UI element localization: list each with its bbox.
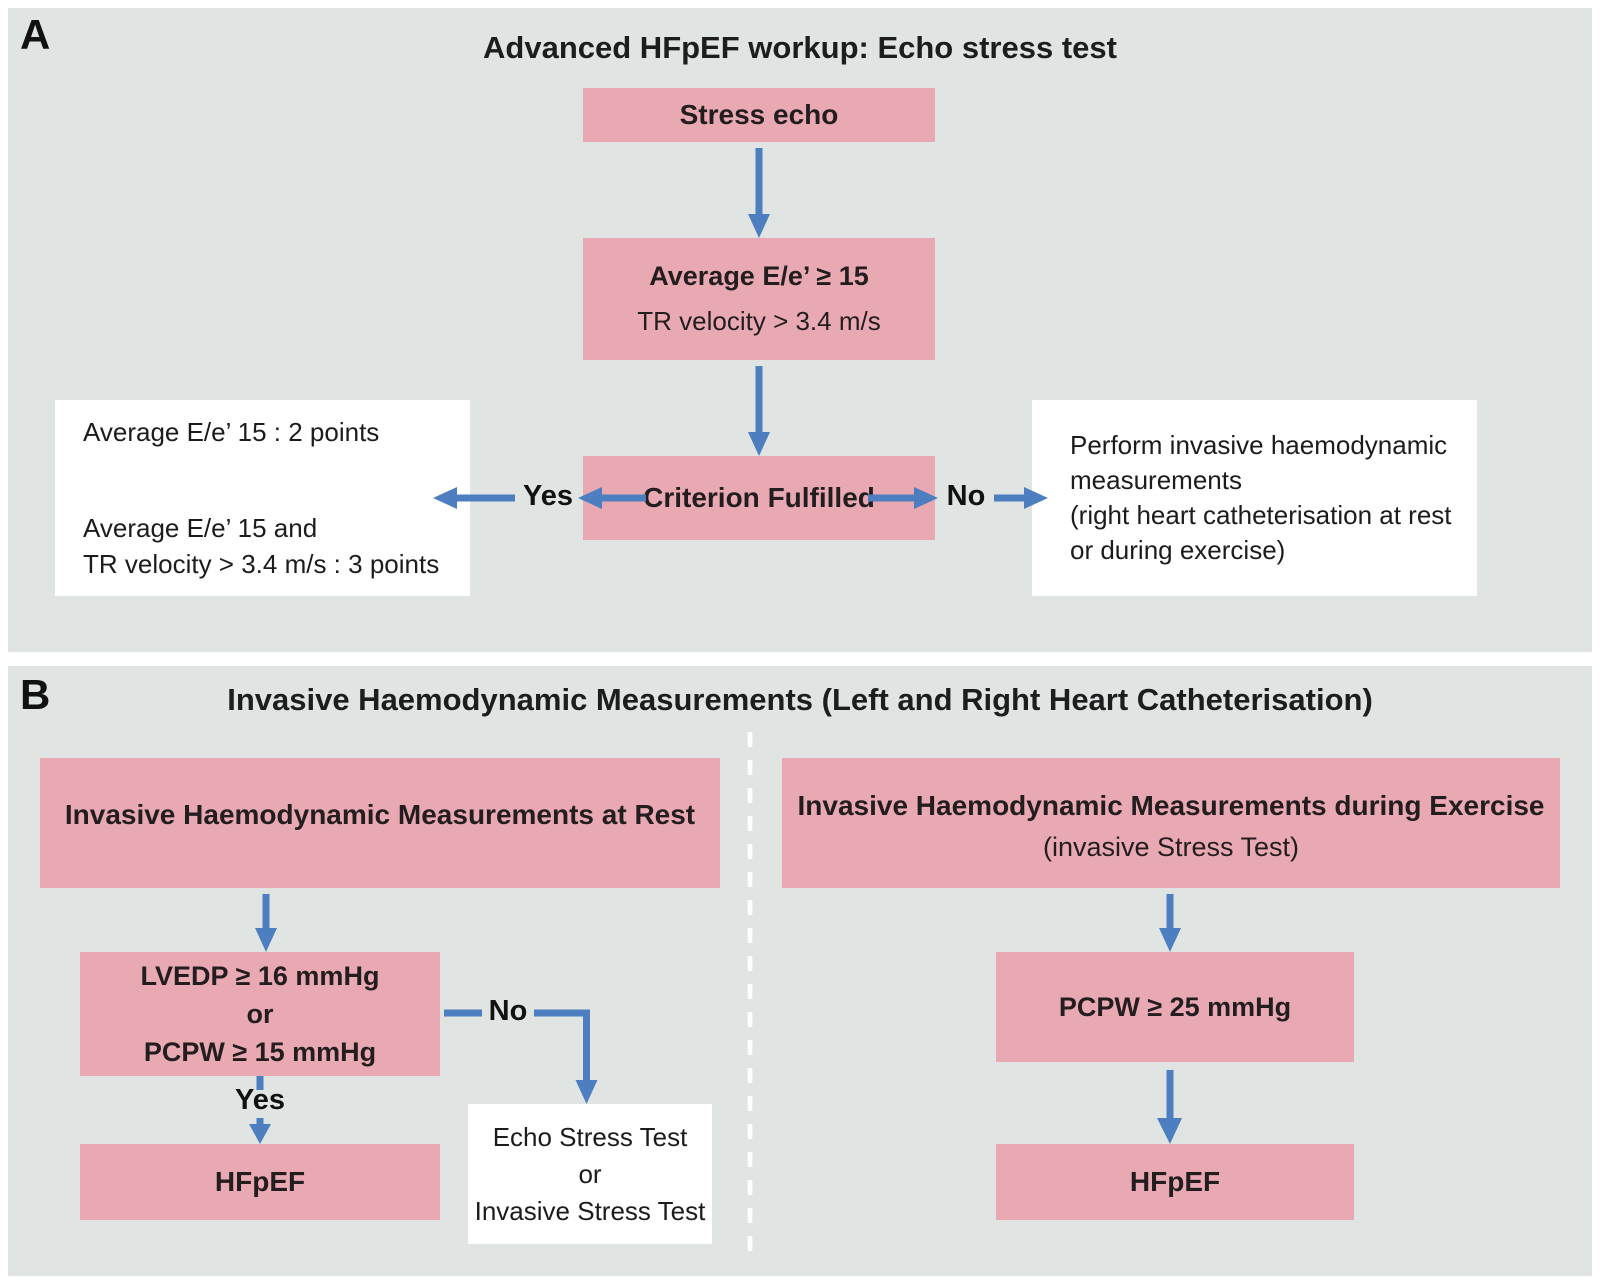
- node-rest-header-label: Invasive Haemodynamic Measurements at Re…: [64, 799, 696, 830]
- node-points-outcome: Average E/e’ 15 : 2 points Average E/e’ …: [55, 400, 470, 596]
- rest-no-line-2: or: [578, 1158, 602, 1189]
- panel-a-title: Advanced HFpEF workup: Echo stress test: [483, 30, 1117, 65]
- arrowhead: [1159, 928, 1181, 952]
- label-rest-no: No: [488, 995, 528, 1027]
- rest-no-line-1: Echo Stress Test: [492, 1121, 688, 1152]
- panel-b-title: Invasive Haemodynamic Measurements (Left…: [227, 682, 1373, 717]
- arrow-criteria-to-decision: [755, 366, 763, 434]
- arrow-rest-yes-to-hfpef: [256, 1118, 264, 1126]
- label-no: No: [946, 480, 986, 512]
- panel-a-label: A: [20, 11, 51, 58]
- arrow-rest-no-elbow-vertical: [583, 1009, 590, 1082]
- arrowhead: [249, 1124, 271, 1144]
- exercise-header-line-1: Invasive Haemodynamic Measurements durin…: [797, 790, 1545, 821]
- rest-criteria-line-2: or: [246, 999, 274, 1029]
- panel-a: A Advanced HFpEF workup: Echo stress tes…: [8, 8, 1592, 652]
- arrow-exercise-header-to-criteria: [1166, 894, 1174, 930]
- node-rest-criteria: LVEDP ≥ 16 mmHg or PCPW ≥ 15 mmHg: [80, 952, 440, 1076]
- node-invasive-outcome: Perform invasive haemodynamic measuremen…: [1032, 400, 1477, 596]
- node-echo-criteria: Average E/e’ ≥ 15 TR velocity > 3.4 m/s: [583, 238, 935, 360]
- arrow-stress-to-criteria: [755, 148, 763, 216]
- criteria-line-2: TR velocity > 3.4 m/s: [637, 306, 881, 337]
- arrowhead: [1157, 1118, 1182, 1144]
- points-line-1: Average E/e’ 15 : 2 points: [83, 417, 380, 447]
- invasive-line-1: Perform invasive haemodynamic: [1070, 430, 1448, 460]
- invasive-line-3: (right heart catheterisation at rest: [1070, 500, 1452, 530]
- node-criterion-fulfilled: Criterion Fulfilled: [583, 456, 935, 540]
- rest-no-line-3: Invasive Stress Test: [474, 1195, 706, 1226]
- points-line-3: TR velocity > 3.4 m/s : 3 points: [83, 549, 440, 579]
- arrowhead: [575, 1080, 598, 1104]
- node-rest-header: Invasive Haemodynamic Measurements at Re…: [40, 758, 720, 888]
- node-stress-echo: Stress echo: [583, 88, 935, 142]
- arrow-exercise-criteria-to-hfpef: [1166, 1070, 1174, 1120]
- node-rest-hfpef-label: HFpEF: [214, 1166, 306, 1197]
- node-stress-echo-label: Stress echo: [679, 99, 839, 130]
- invasive-line-4: or during exercise): [1070, 535, 1286, 565]
- node-rest-no-outcome: Echo Stress Test or Invasive Stress Test: [468, 1104, 712, 1244]
- arrow-rest-header-to-criteria: [262, 894, 270, 930]
- criteria-line-1: Average E/e’ ≥ 15: [649, 260, 869, 291]
- node-exercise-hfpef: HFpEF: [996, 1144, 1354, 1220]
- points-line-2: Average E/e’ 15 and: [83, 513, 318, 543]
- panel-b-label: B: [20, 671, 51, 718]
- node-exercise-header: Invasive Haemodynamic Measurements durin…: [782, 758, 1560, 888]
- node-exercise-hfpef-label: HFpEF: [1129, 1166, 1221, 1197]
- label-rest-yes: Yes: [235, 1084, 285, 1116]
- panel-b: B Invasive Haemodynamic Measurements (Le…: [8, 666, 1592, 1276]
- node-criterion-fulfilled-label: Criterion Fulfilled: [643, 482, 875, 513]
- rest-criteria-line-1: LVEDP ≥ 16 mmHg: [140, 961, 380, 991]
- arrowhead: [748, 432, 770, 456]
- arrowhead: [255, 928, 277, 952]
- exercise-header-line-2: (invasive Stress Test): [1042, 832, 1300, 862]
- rest-criteria-line-3: PCPW ≥ 15 mmHg: [143, 1037, 377, 1067]
- node-exercise-criteria: PCPW ≥ 25 mmHg: [996, 952, 1354, 1062]
- arrowhead: [748, 214, 770, 238]
- node-exercise-criteria-label: PCPW ≥ 25 mmHg: [1058, 991, 1292, 1022]
- invasive-line-2: measurements: [1070, 465, 1242, 495]
- node-rest-hfpef: HFpEF: [80, 1144, 440, 1220]
- label-yes: Yes: [523, 480, 573, 512]
